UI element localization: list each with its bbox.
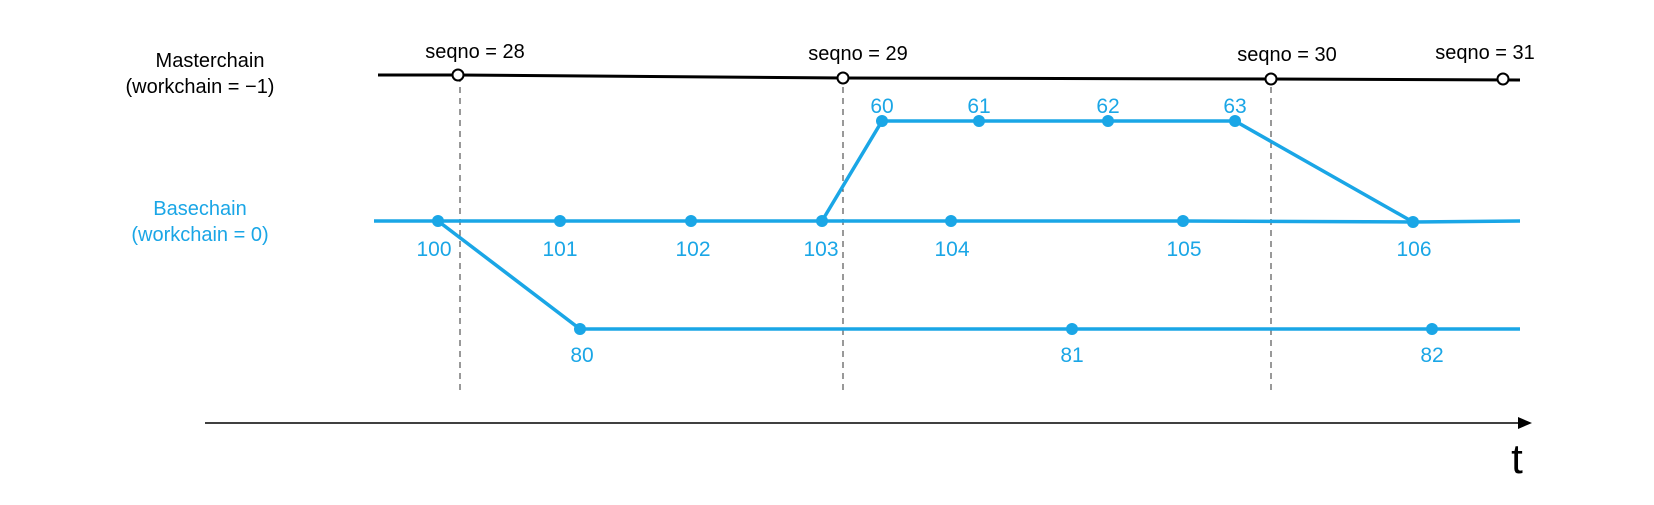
block-105-node — [1177, 215, 1189, 227]
block-100-node — [432, 215, 444, 227]
masterchain-block-31 — [1496, 72, 1510, 86]
block-104-node — [945, 215, 957, 227]
block-81-label: 81 — [1060, 344, 1083, 367]
masterchain-line — [378, 73, 1521, 82]
basechain-upper-shard-line — [820, 119, 1414, 224]
block-106-label: 106 — [1396, 238, 1431, 261]
masterchain-label-line2: (workchain = −1) — [126, 76, 275, 98]
block-63-label: 63 — [1223, 95, 1246, 118]
basechain-label-line2: (workchain = 0) — [131, 224, 268, 246]
masterchain-label-line1: Masterchain — [156, 50, 265, 72]
block-80-label: 80 — [570, 344, 593, 367]
block-101-label: 101 — [542, 238, 577, 261]
seqno-28-label: seqno = 28 — [425, 41, 525, 63]
block-100-label: 100 — [416, 238, 451, 261]
block-106-node — [1407, 216, 1419, 228]
block-101-node — [554, 215, 566, 227]
block-81-node — [1066, 323, 1078, 335]
block-103-label: 103 — [803, 238, 838, 261]
block-61-label: 61 — [967, 95, 990, 118]
block-62-label: 62 — [1096, 95, 1119, 118]
block-105-label: 105 — [1166, 238, 1201, 261]
time-axis-label: t — [1511, 435, 1523, 482]
block-80-node — [574, 323, 586, 335]
block-61-node — [973, 115, 985, 127]
seqno-31-label: seqno = 31 — [1435, 42, 1535, 64]
block-62-node — [1102, 115, 1114, 127]
block-63-node — [1229, 115, 1241, 127]
block-103-node — [816, 215, 828, 227]
time-axis-arrowhead — [1518, 417, 1532, 429]
block-60-node — [876, 115, 888, 127]
masterchain-block-29 — [836, 71, 850, 85]
block-82-node — [1426, 323, 1438, 335]
basechain-lower-shard-line — [436, 219, 1520, 331]
block-102-label: 102 — [675, 238, 710, 261]
basechain-label-line1: Basechain — [153, 198, 246, 220]
seqno-30-label: seqno = 30 — [1237, 44, 1337, 66]
seqno-29-label: seqno = 29 — [808, 43, 908, 65]
block-82-label: 82 — [1420, 344, 1443, 367]
masterchain-block-30 — [1264, 72, 1278, 86]
masterchain-block-28 — [451, 68, 465, 82]
block-60-label: 60 — [870, 95, 893, 118]
block-102-node — [685, 215, 697, 227]
block-104-label: 104 — [934, 238, 969, 261]
